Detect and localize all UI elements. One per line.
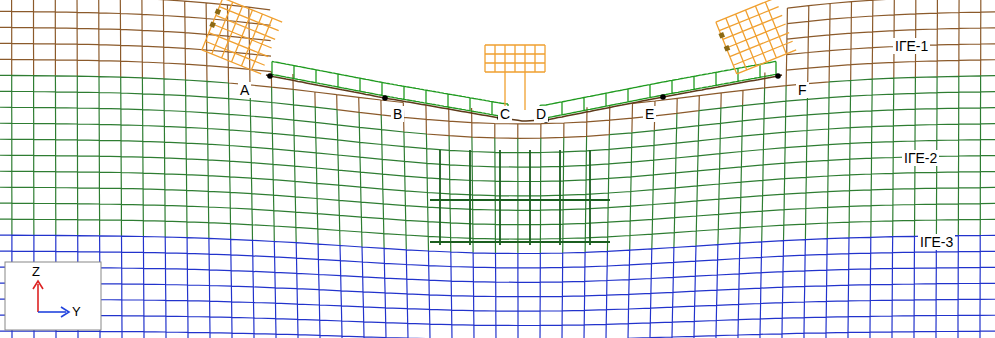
point-label: B xyxy=(391,106,404,122)
soil-layer-label: ІГЕ-2 xyxy=(902,150,939,166)
point-marker xyxy=(660,94,666,100)
axis-label: Z xyxy=(30,264,42,280)
block-anchor xyxy=(209,21,216,28)
block-mesh xyxy=(716,0,796,74)
retaining-block xyxy=(714,0,796,75)
axis-label: Y xyxy=(70,304,83,320)
block-anchor xyxy=(724,45,731,52)
column-leg xyxy=(505,72,525,110)
point-marker xyxy=(382,95,388,101)
trough-surface xyxy=(266,75,782,121)
z-axis xyxy=(37,284,39,312)
dense-mesh-zone xyxy=(430,150,610,245)
z-arrowhead xyxy=(33,281,43,289)
retaining-block xyxy=(200,0,282,74)
y-axis xyxy=(38,311,66,313)
block-anchor xyxy=(215,8,222,15)
point-label: E xyxy=(643,106,656,122)
point-label: D xyxy=(534,106,548,122)
point-label: C xyxy=(498,106,512,122)
axis-box xyxy=(5,262,101,330)
foundation-slab xyxy=(272,61,508,117)
point-marker xyxy=(775,73,781,79)
point-label: A xyxy=(238,82,251,98)
block-mesh xyxy=(202,0,282,74)
soil-layer-label: ІГЕ-3 xyxy=(918,234,955,250)
foundation-slab xyxy=(540,61,776,118)
point-label: F xyxy=(796,82,809,98)
y-arrowhead xyxy=(61,307,69,317)
soil-layer-1-mesh xyxy=(0,0,995,138)
central-column xyxy=(485,45,545,72)
soil-layer-label: ІГЕ-1 xyxy=(893,38,930,54)
block-anchor xyxy=(718,32,725,39)
soil-layer-3-mesh xyxy=(0,235,995,338)
point-marker xyxy=(267,73,273,79)
